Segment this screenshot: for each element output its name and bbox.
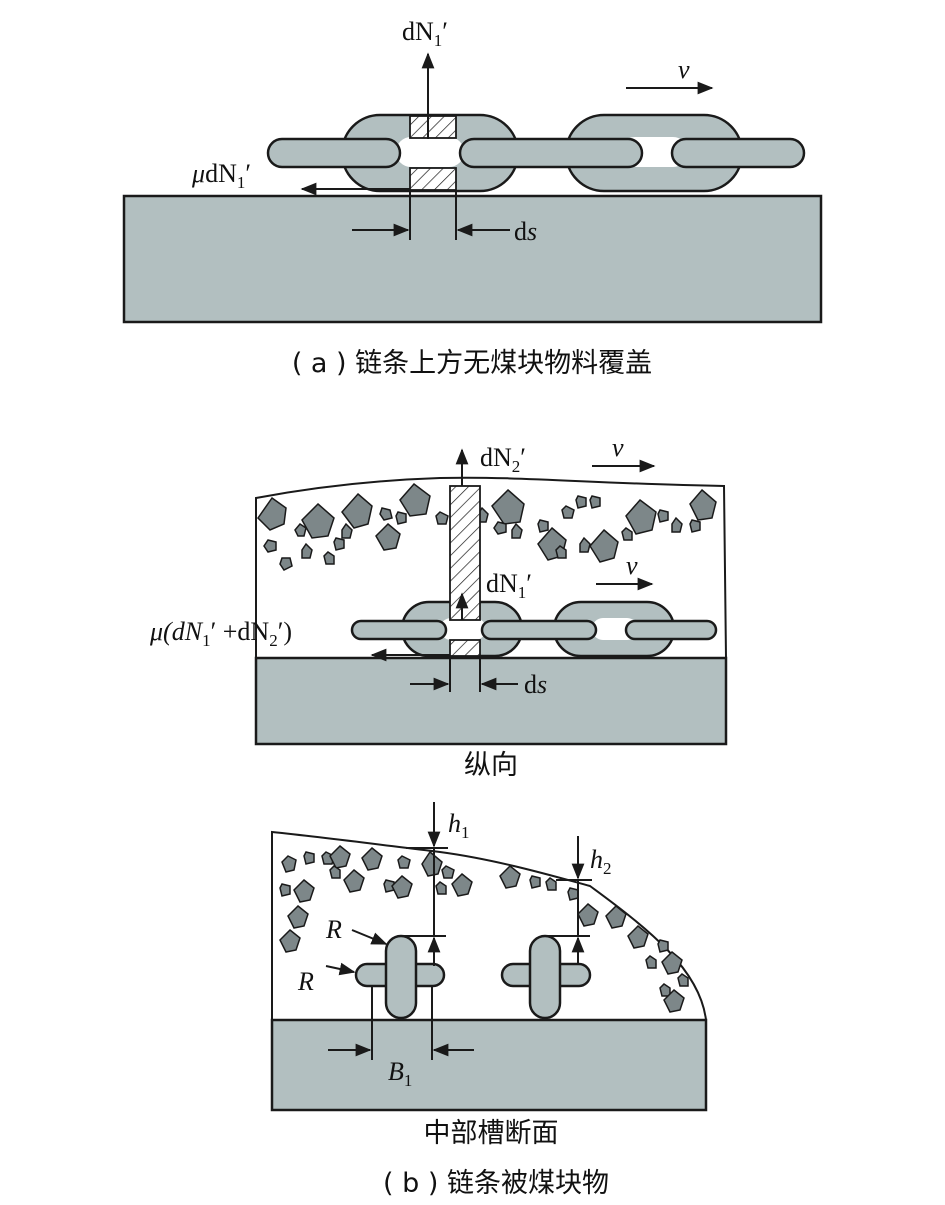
svg-text:ds: ds: [514, 217, 537, 246]
friction-long-a-sub: 1: [202, 631, 211, 650]
trough-base-a: [122, 194, 823, 324]
chain-cross-vertical-1: [384, 934, 418, 1020]
n2-sub: 2: [512, 457, 521, 476]
velocity-label-top: v: [612, 433, 624, 462]
panel-b-cross-section: h1 h2 R R B1 中部槽断面: [270, 802, 708, 1149]
svg-text:dN1′: dN1′: [486, 569, 532, 602]
caption-cross-section: 中部槽断面: [424, 1118, 559, 1149]
friction-sub: 1: [237, 173, 246, 192]
trough-base-long: [254, 656, 728, 746]
caption-a: ( a ) 链条上方无煤块物料覆盖: [292, 348, 652, 379]
svg-text:μ(dN1′ +dN2′): μ(dN1′ +dN2′): [149, 617, 292, 650]
friction-long-b-sub: 2: [269, 631, 278, 650]
n1-label: dN: [486, 569, 518, 598]
trough-base-cross: [270, 1018, 708, 1112]
chain-link-horizontal-long-2: [480, 619, 598, 641]
svg-text:dN2′: dN2′: [480, 443, 526, 476]
normal-force-sub: 1: [434, 31, 443, 50]
n1-prime: ′: [526, 569, 532, 598]
panel-b-longitudinal: dN2′ dN1′ v v μ(dN1′ +dN2′) ds 纵向: [149, 433, 728, 781]
normal-force-prime: ′: [442, 17, 448, 46]
hatched-element-top: [409, 115, 457, 139]
svg-text:h2: h2: [590, 845, 612, 878]
hatched-element-bottom: [409, 167, 457, 191]
h2-label: h: [590, 845, 603, 874]
h1-sub: 1: [461, 823, 470, 842]
r-top-label: R: [325, 915, 342, 944]
velocity-label-chain: v: [626, 551, 638, 580]
chain-link-horizontal-long-3: [624, 619, 718, 641]
b1-label: B: [388, 1057, 404, 1086]
n2-label: dN: [480, 443, 512, 472]
coal-material-outline: [255, 476, 727, 659]
b1-sub: 1: [404, 1071, 413, 1090]
n2-prime: ′: [520, 443, 526, 472]
ds-label-s: s: [527, 217, 537, 246]
chain-link-horizontal-1: [266, 137, 402, 169]
svg-text:dN1′: dN1′: [402, 17, 448, 50]
ds-long-d: d: [524, 670, 537, 699]
friction-long-c: ′): [278, 617, 292, 646]
chain-link-horizontal-long-1: [350, 619, 448, 641]
n1-sub: 1: [518, 583, 527, 602]
friction-long-b: ′ +dN: [211, 617, 270, 646]
svg-text:ds: ds: [524, 670, 547, 699]
chain-link-horizontal-3: [670, 137, 806, 169]
r-top-leader: [351, 929, 388, 945]
h1-label: h: [448, 809, 461, 838]
friction-label: dN: [205, 159, 237, 188]
r-bottom-leader: [325, 962, 356, 976]
friction-prime: ′: [245, 159, 251, 188]
normal-force-label: dN: [402, 17, 434, 46]
caption-longitudinal: 纵向: [464, 750, 518, 781]
svg-text:h1: h1: [448, 809, 470, 842]
hatched-column: [449, 485, 481, 621]
svg-text:B1: B1: [388, 1057, 412, 1090]
ds-long-s: s: [537, 670, 547, 699]
chain-link-horizontal-2: [458, 137, 644, 169]
friction-mu: μ: [191, 159, 205, 188]
coal-lumps-cross: [279, 844, 689, 1013]
ds-label-d: d: [514, 217, 527, 246]
friction-long-a: μ(dN: [149, 617, 204, 646]
caption-b: ( b ) 链条被煤块物: [383, 1168, 609, 1199]
chain-cross-vertical-2: [528, 934, 562, 1020]
hatched-element-long-bottom: [449, 639, 481, 657]
svg-text:μdN1′: μdN1′: [191, 159, 251, 192]
panel-a: dN1′ μdN1′ v ds ( a ) 链条上方无煤块物料覆盖: [122, 17, 823, 379]
h2-sub: 2: [603, 859, 612, 878]
coal-lumps-long: [257, 482, 717, 571]
coal-surface-outline: [271, 830, 707, 1021]
velocity-label-a: v: [678, 55, 690, 84]
r-bottom-label: R: [297, 967, 314, 996]
